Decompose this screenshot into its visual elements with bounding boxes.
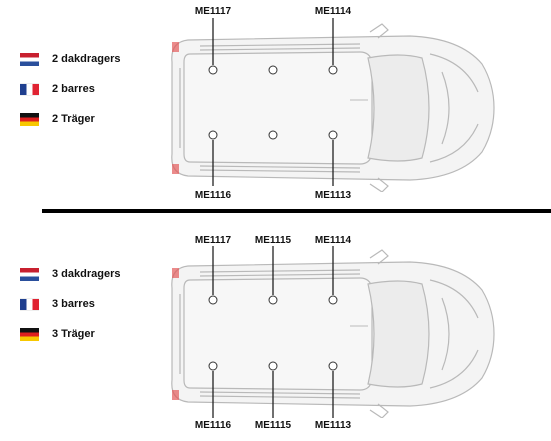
van-top-view-2-bars [171,23,495,192]
mount-hole [268,130,278,140]
france-flag-icon [20,82,39,96]
part-code-label: ME1114 [314,235,352,246]
legend-label: 2 dakdragers [52,53,121,65]
germany-flag-icon [20,112,39,126]
mount-hole [328,361,338,371]
part-code-label: ME1115 [254,420,292,431]
mount-hole [268,361,278,371]
tail-light [172,42,179,52]
part-code-label: ME1116 [194,420,232,431]
part-code-label: ME1113 [314,190,352,201]
mount-hole [328,65,338,75]
part-code-label: ME1117 [194,6,232,17]
legend-row-nl: 3 dakdragers [20,265,120,283]
legend-label: 3 Träger [52,328,95,340]
legend-row-de: 3 Träger [20,325,95,343]
mount-hole [208,361,218,371]
part-code-label: ME1113 [314,420,352,431]
legend-label: 2 Träger [52,113,95,125]
mount-hole [328,130,338,140]
tail-light [172,268,179,278]
mount-points-2-bars [208,18,338,186]
legend-row-fr: 2 barres [20,80,95,98]
mount-hole [208,65,218,75]
part-code-label: ME1114 [314,6,352,17]
van-top-view-3-bars [171,249,495,418]
mount-hole [328,295,338,305]
part-code-label: ME1115 [254,235,292,246]
mount-hole [208,130,218,140]
legend-row-de: 2 Träger [20,110,95,128]
germany-flag-icon [20,327,39,341]
legend-label: 2 barres [52,83,95,95]
mount-points-3-bars [208,246,338,418]
mount-hole [208,295,218,305]
netherlands-flag-icon [20,267,39,281]
tail-light [172,164,179,174]
tail-light [172,390,179,400]
section-divider [42,209,551,213]
part-code-label: ME1116 [194,190,232,201]
legend-row-nl: 2 dakdragers [20,50,120,68]
netherlands-flag-icon [20,52,39,66]
mount-hole [268,65,278,75]
mount-hole [268,295,278,305]
legend-row-fr: 3 barres [20,295,95,313]
france-flag-icon [20,297,39,311]
legend-label: 3 barres [52,298,95,310]
part-code-label: ME1117 [194,235,232,246]
legend-label: 3 dakdragers [52,268,121,280]
